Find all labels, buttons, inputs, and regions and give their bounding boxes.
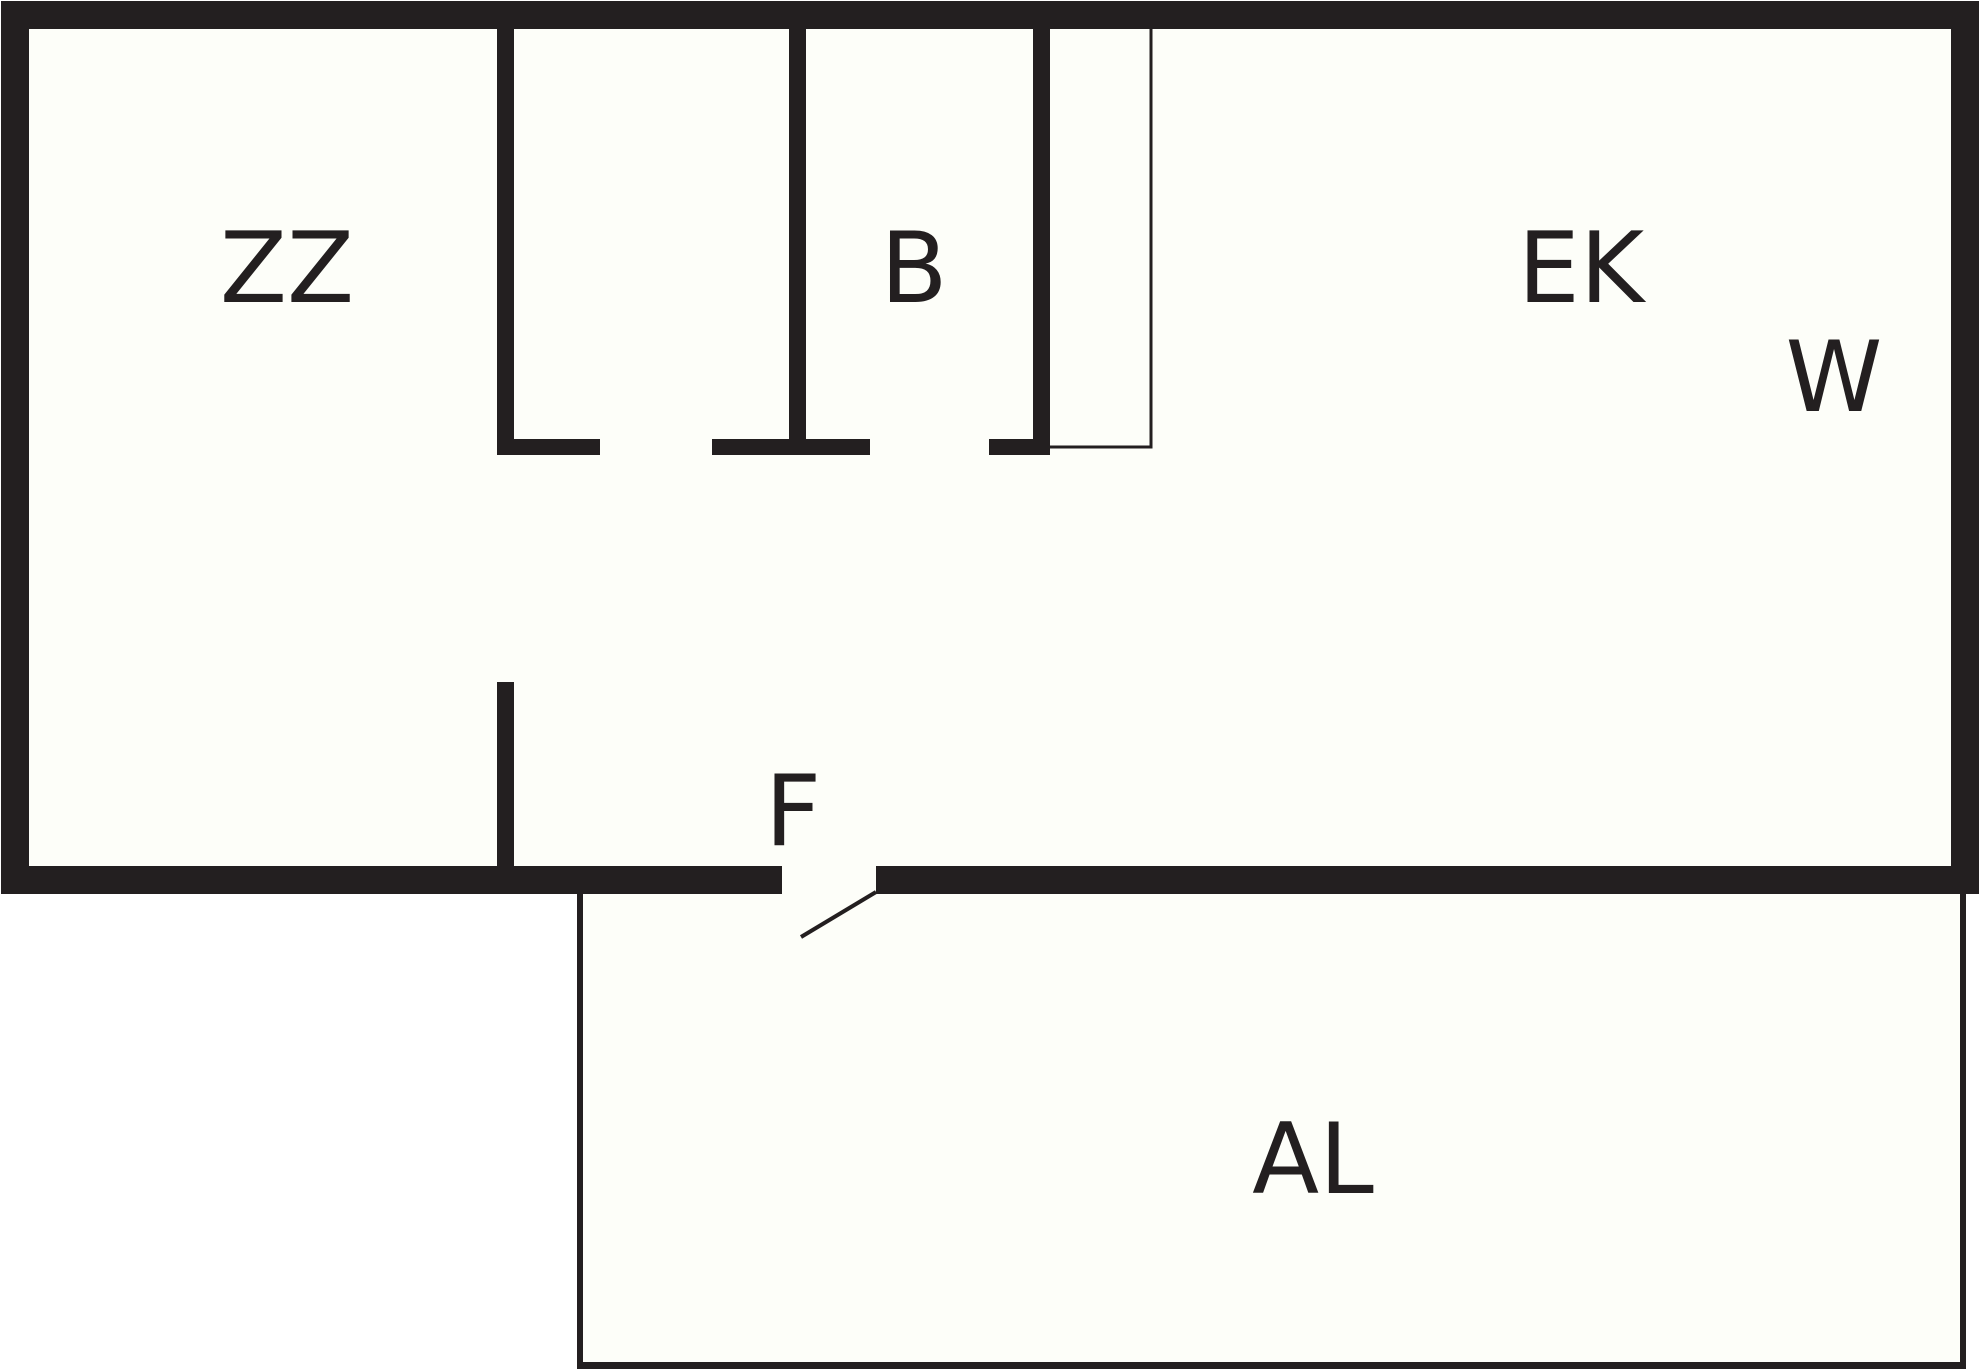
room-label-w: W	[1786, 321, 1883, 435]
room-label-ek: EK	[1518, 212, 1647, 326]
wall-b-right-stub	[989, 439, 1050, 455]
room-label-zz: ZZ	[220, 212, 354, 326]
wall-b-stub	[712, 439, 870, 455]
balcony-wall-bottom	[577, 1362, 1966, 1369]
entry-door-leaf	[799, 890, 878, 939]
outer-wall-bottom-left	[1, 866, 782, 894]
balcony-floor	[580, 880, 1965, 1365]
room-label-b: B	[880, 212, 947, 326]
wall-zz-stub	[497, 439, 600, 455]
balcony-wall-right	[1960, 894, 1966, 1369]
wall-b-right	[1033, 15, 1050, 455]
room-label-f: F	[765, 755, 821, 869]
outer-wall-top	[1, 1, 1979, 29]
closet-outline	[1050, 25, 1153, 449]
wall-zz-lower	[497, 682, 514, 872]
outer-wall-right	[1951, 1, 1979, 894]
wall-b-left	[789, 15, 806, 455]
balcony-wall-left	[577, 894, 583, 1369]
room-label-al: AL	[1252, 1103, 1374, 1217]
wall-zz-upper	[497, 15, 514, 455]
outer-wall-left	[1, 1, 29, 894]
outer-wall-bottom-right	[876, 866, 1979, 894]
